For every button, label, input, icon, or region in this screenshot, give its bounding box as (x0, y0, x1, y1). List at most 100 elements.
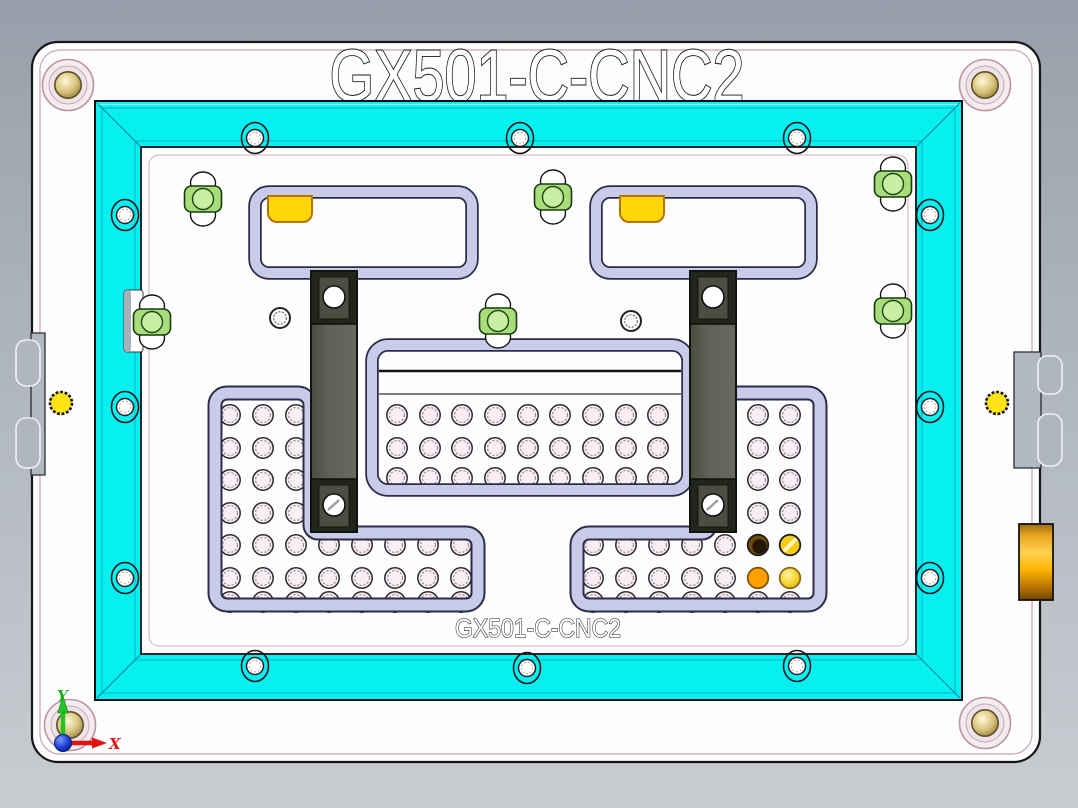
frame-screw-thread (248, 659, 262, 673)
frame-screw-thread (248, 131, 262, 145)
mount-hole-thread (453, 537, 469, 553)
mount-hole-thread (454, 470, 470, 486)
right-edge-tab (1037, 355, 1063, 395)
mount-hole-thread (520, 440, 536, 456)
mount-hole-thread (422, 470, 438, 486)
frame-groove-outer (101, 107, 956, 694)
corner-screw-head (53, 71, 82, 100)
mount-hole-thread (585, 537, 601, 553)
green-clamp-knob (486, 309, 510, 333)
mount-hole-thread (585, 407, 601, 423)
mount-hole-thread (520, 407, 536, 423)
frame-screw-ring (512, 651, 542, 685)
mount-hole-thread (389, 470, 405, 486)
mount-hole-thread (717, 537, 733, 553)
dowel-hole-thread (273, 311, 287, 325)
part-label: GX501-C-CNC2 (455, 613, 621, 643)
mount-hole-thread (222, 505, 238, 521)
mount-hole-thread (321, 537, 337, 553)
frame-screw-thread (790, 131, 804, 145)
frame-corner-seam (916, 654, 961, 699)
frame-corner-seam (96, 654, 141, 699)
right-edge-notch (1013, 351, 1042, 469)
frame-screw-ring (782, 649, 812, 683)
left-edge-tab (15, 339, 41, 387)
pin-hole-dark-core (752, 539, 767, 554)
mount-hole-thread (422, 407, 438, 423)
green-clamp-knob (140, 310, 164, 334)
frame-screw-ring (915, 198, 945, 232)
right-edge-tab (1037, 413, 1063, 467)
green-clamp-knob (881, 299, 905, 323)
frame-screw-thread (923, 571, 937, 585)
orange-cylinder (1018, 523, 1054, 601)
center-pocket-border (367, 340, 693, 495)
mount-hole-thread (389, 407, 405, 423)
yellow-pin (984, 390, 1010, 416)
mount-hole-thread (782, 472, 798, 488)
pocket-border (250, 187, 477, 278)
mount-hole-thread (552, 470, 568, 486)
mount-hole-thread (651, 537, 667, 553)
mount-hole-thread (618, 407, 634, 423)
frame-screw-ring (505, 121, 535, 155)
mount-hole-thread (750, 472, 766, 488)
mount-hole-thread (422, 440, 438, 456)
locating-tab (619, 195, 665, 223)
green-clamp-knob (191, 187, 215, 211)
pin-gold (778, 566, 802, 590)
axis-y-arrowhead (57, 695, 69, 714)
mount-hole-thread (782, 407, 798, 423)
locating-tab (267, 195, 313, 223)
mount-hole-thread (288, 537, 304, 553)
mount-hole-thread (750, 407, 766, 423)
frame-screw-thread (118, 400, 132, 414)
mount-hole-thread (222, 570, 238, 586)
mount-hole-thread (255, 570, 271, 586)
mount-hole-thread (389, 440, 405, 456)
frame-screw-thread (513, 131, 527, 145)
axis-x-label: X (108, 735, 122, 753)
mount-hole-thread (288, 570, 304, 586)
frame-screw-thread (520, 661, 534, 675)
dowel-hole-thread (624, 314, 638, 328)
pocket-border (591, 187, 816, 278)
mount-hole-thread (487, 470, 503, 486)
mount-hole-thread (618, 440, 634, 456)
left-edge-tab (15, 417, 41, 469)
clamp-bar-hole (322, 285, 346, 309)
mount-hole-thread (585, 470, 601, 486)
mount-hole-thread (255, 407, 271, 423)
mount-hole-thread (255, 472, 271, 488)
frame-screw-ring (110, 390, 140, 424)
mount-hole-thread (750, 505, 766, 521)
frame-screw-thread (923, 400, 937, 414)
mount-hole-thread (552, 440, 568, 456)
frame-corner-seam (96, 102, 141, 147)
green-clamp-knob (541, 185, 565, 209)
mount-hole-thread (387, 570, 403, 586)
mount-hole-thread (650, 470, 666, 486)
frame-screw-thread (118, 571, 132, 585)
mount-hole-thread (222, 537, 238, 553)
axis-origin (54, 734, 72, 752)
corner-screw-head (970, 71, 999, 100)
yellow-pin (48, 390, 74, 416)
mount-hole-thread (420, 570, 436, 586)
perforated-plate-left (215, 393, 478, 605)
mount-hole-thread (520, 470, 536, 486)
mount-hole-thread (454, 440, 470, 456)
mount-hole-thread (618, 470, 634, 486)
mount-hole-thread (255, 537, 271, 553)
frame-screw-ring (915, 390, 945, 424)
axis-x-arrowhead (92, 737, 107, 749)
pin-stripe (783, 538, 797, 552)
mount-hole-thread (354, 537, 370, 553)
frame-screw-ring (782, 121, 812, 155)
frame-screw-thread (923, 208, 937, 222)
mount-hole-thread (618, 537, 634, 553)
mount-hole-thread (750, 440, 766, 456)
frame-screw-ring (110, 561, 140, 595)
mount-hole-thread (684, 537, 700, 553)
frame-screw-ring (915, 561, 945, 595)
